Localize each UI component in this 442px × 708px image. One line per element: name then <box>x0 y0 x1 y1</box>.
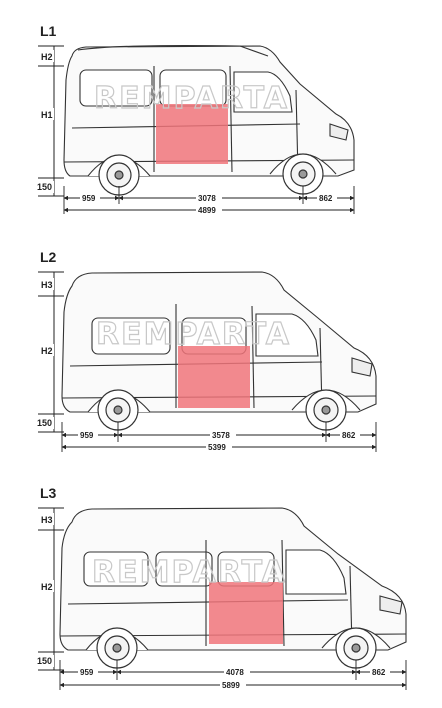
van-l3-front-overhang: 862 <box>372 668 386 677</box>
van-l3-watermark: REMPARTA <box>92 555 287 590</box>
van-l3-wheelbase: 4078 <box>226 668 244 677</box>
van-l1-front-overhang: 862 <box>319 194 333 203</box>
van-l2-total-length: 5399 <box>208 443 226 452</box>
van-l2-height-label-lower: H2 <box>41 346 53 356</box>
van-l1-wheelbase: 3078 <box>198 194 216 203</box>
van-l2-panel: L2 H3 H2 150 <box>36 249 377 452</box>
van-l2-front-overhang: 862 <box>342 431 356 440</box>
van-l3-title: L3 <box>40 485 57 501</box>
van-l2-wheels <box>97 389 347 431</box>
van-l1-height-label-lower: H1 <box>41 110 53 120</box>
van-l3-height-label-upper: H3 <box>41 515 53 525</box>
van-l3-rear-overhang: 959 <box>80 668 94 677</box>
van-l1-watermark: REMPARTA <box>94 81 289 116</box>
van-l1-total-length: 4899 <box>198 206 216 215</box>
van-l1-title: L1 <box>40 23 57 39</box>
van-l3-height-label-lower: H2 <box>41 582 53 592</box>
van-l1-side-door-highlight <box>156 104 228 164</box>
van-l2-side-door-highlight <box>178 346 250 408</box>
van-l3-side-door-highlight <box>209 582 283 644</box>
van-l2-rear-overhang: 959 <box>80 431 94 440</box>
van-l1-ground-clearance: 150 <box>37 182 52 192</box>
van-l1-height-label-upper: H2 <box>41 52 53 62</box>
van-l2-ground-clearance: 150 <box>37 418 52 428</box>
van-l2-height-label-upper: H3 <box>41 280 53 290</box>
van-l3-ground-clearance: 150 <box>37 656 52 666</box>
van-l3-panel: L3 H3 H2 150 <box>36 485 407 690</box>
van-l2-watermark: REMPARTA <box>96 317 291 352</box>
van-l1-panel: L1 H2 H1 150 <box>36 23 355 215</box>
van-l1-height-scale <box>38 45 64 197</box>
van-l1-rear-overhang: 959 <box>82 194 96 203</box>
van-l1-wheels <box>98 153 324 196</box>
van-l2-title: L2 <box>40 249 57 265</box>
van-l2-wheelbase: 3578 <box>212 431 230 440</box>
van-l3-total-length: 5899 <box>222 681 240 690</box>
